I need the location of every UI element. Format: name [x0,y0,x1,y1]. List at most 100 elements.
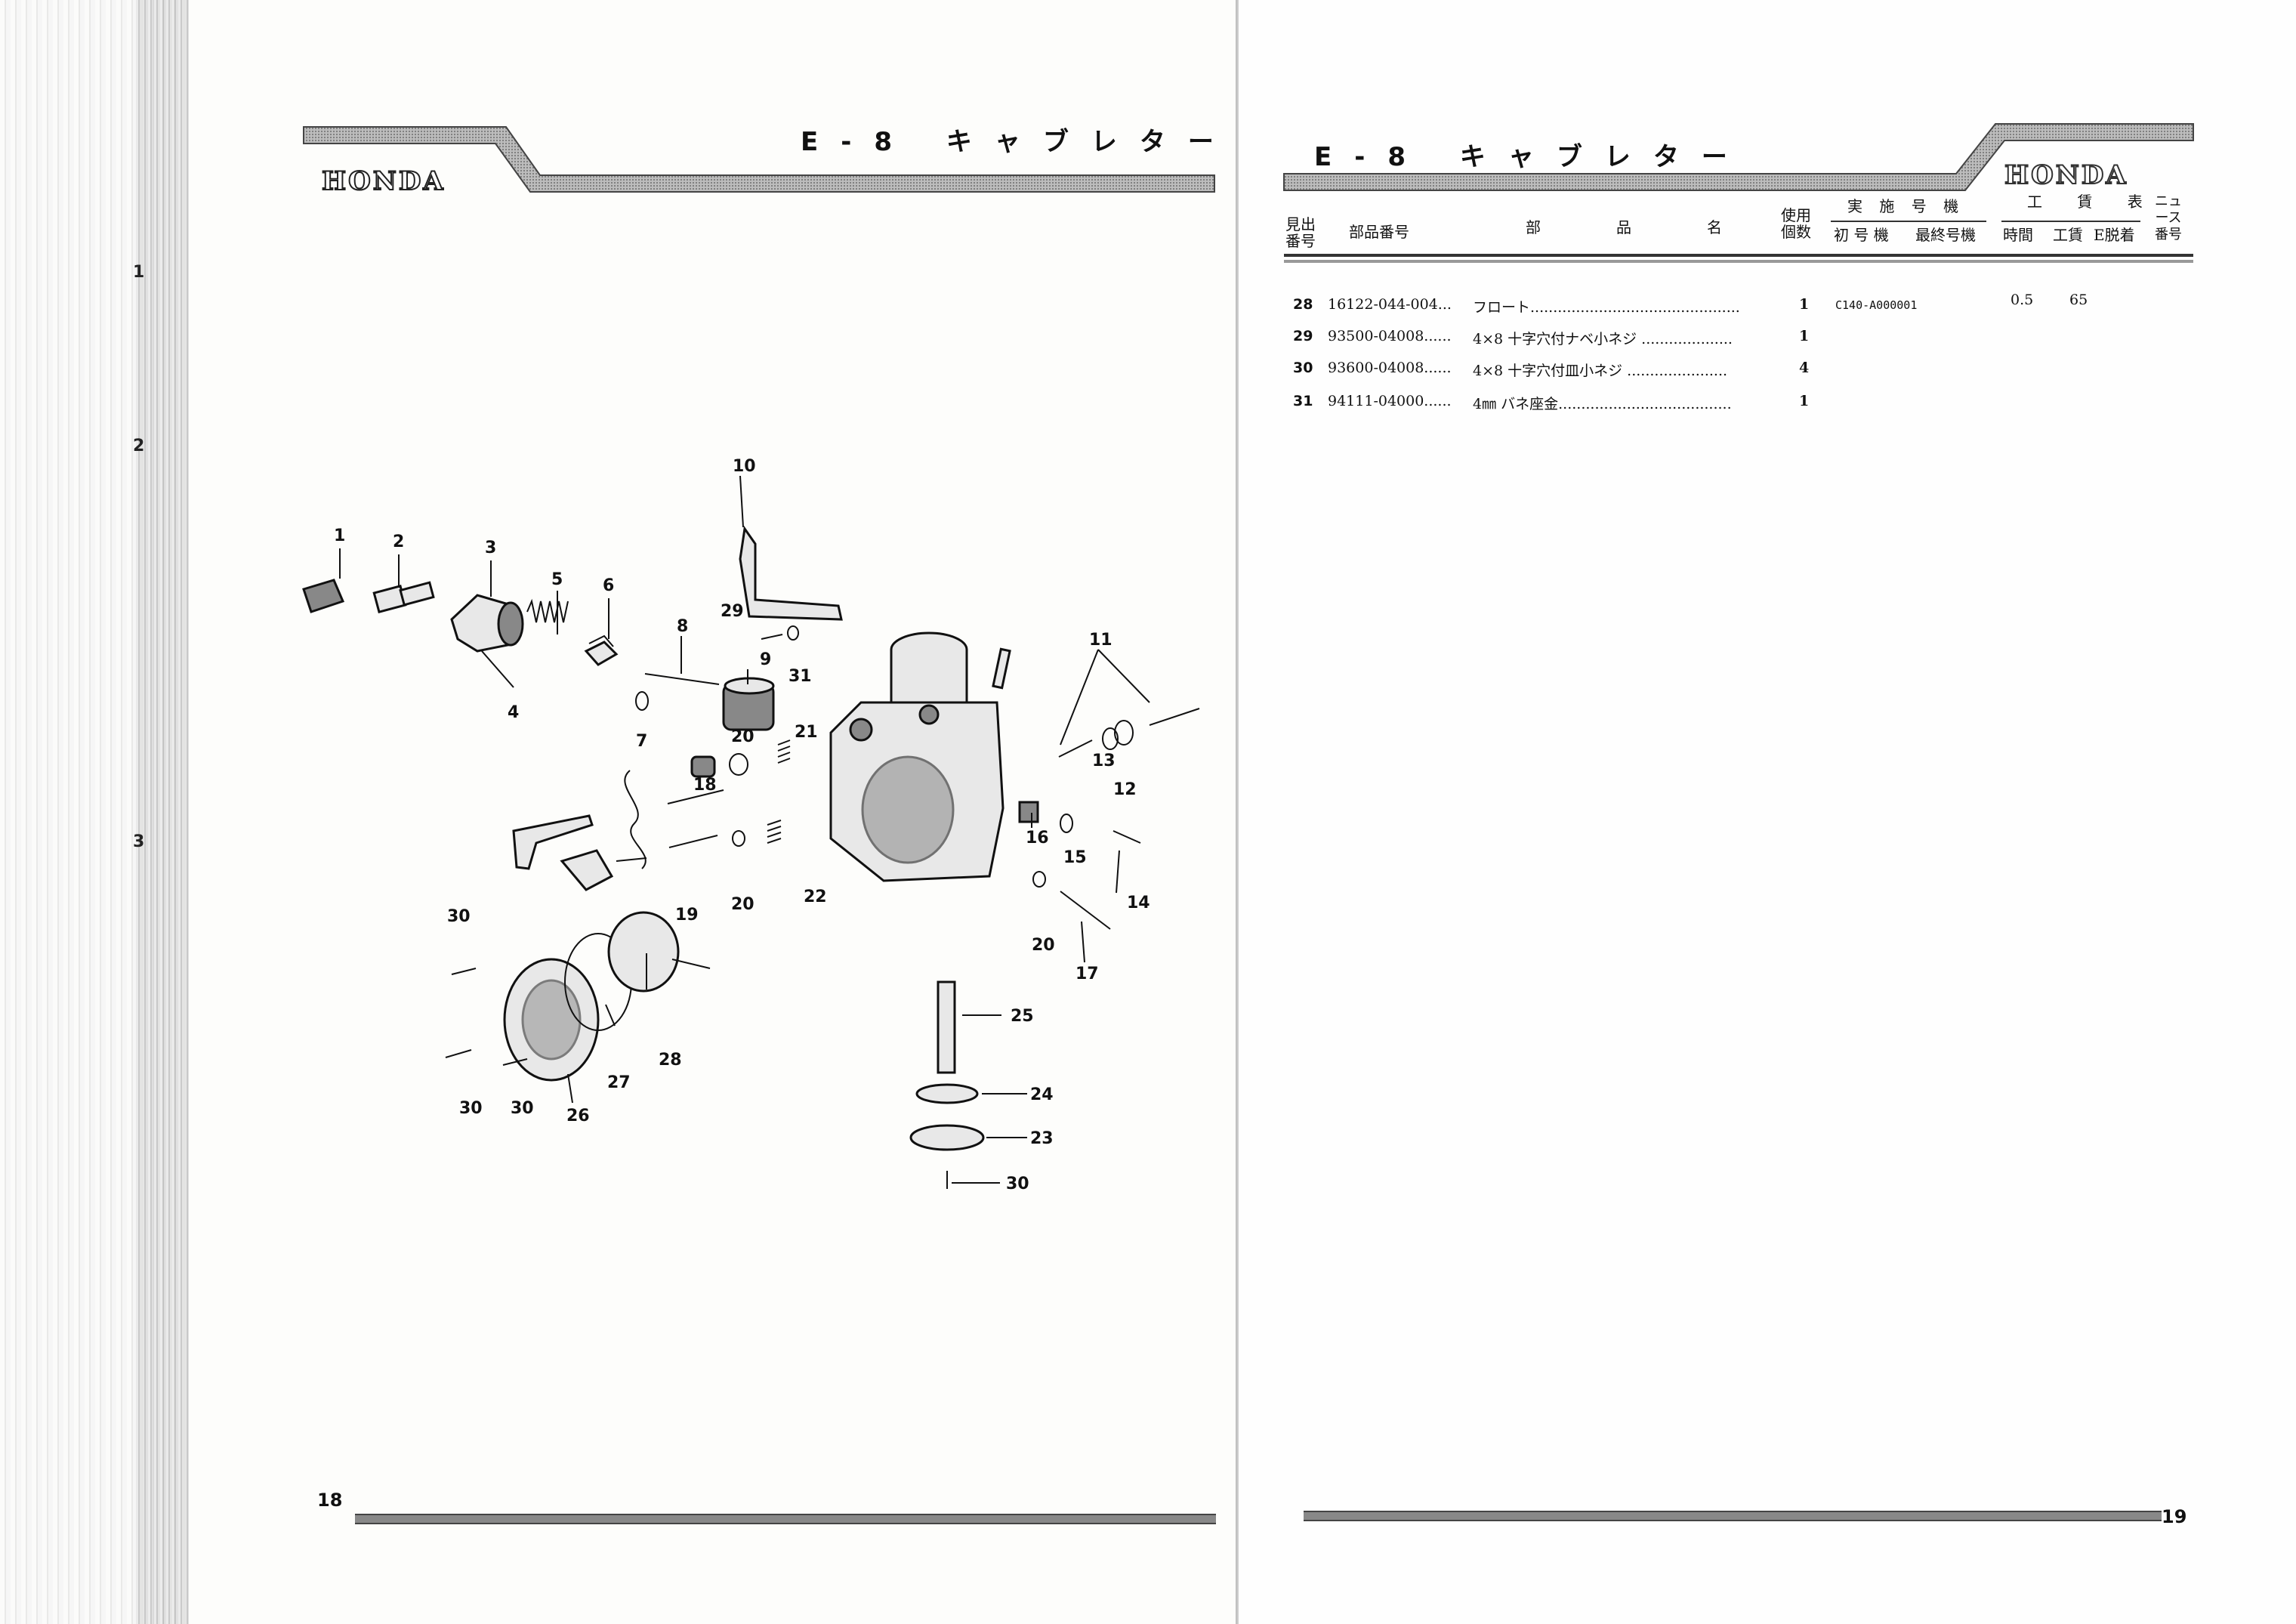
col-first-serial: 初 号 機 [1834,226,1889,244]
part-12-ring [1114,720,1134,746]
row-part-name: 4㎜ バネ座金.................................… [1473,396,1732,412]
callout-28: 28 [659,1051,682,1070]
callout-20c: 20 [1032,936,1055,955]
callout-10: 10 [733,457,756,476]
part-30-screw-a [451,968,477,975]
col-part-name: 部 品 名 [1526,218,1752,236]
row-part-number: 94111-04000...... [1328,393,1452,409]
callout-2: 2 [393,533,404,551]
part-24-plate [915,1083,979,1104]
row-first-serial: C140-A000001 [1835,298,1918,312]
part-11-plug [1149,708,1200,726]
callout-11: 11 [1089,631,1113,650]
callout-4: 4 [508,703,519,722]
row-qty: 1 [1799,328,1810,344]
col-qty: 使用個数 [1781,206,1811,241]
footer-rule-right [1304,1511,2162,1521]
header-band [303,126,1215,193]
col-last-serial: 最終号機 [1915,226,1976,244]
part-1-cap [302,579,345,613]
row-part-name: フロート....................................… [1473,299,1740,316]
page-number-right: 19 [2162,1506,2187,1527]
section-title-right: E-8 キャブレター [1314,142,1750,172]
col-cost: 工賃 [2053,226,2083,244]
callout-27: 27 [607,1073,631,1092]
callout-30d: 30 [1006,1175,1029,1193]
part-carburetor-body [829,631,1004,882]
callout-5: 5 [551,570,563,589]
col-news: ニュース番号 [2155,193,2182,242]
serial-group-rule [1831,221,1986,222]
callout-21: 21 [795,723,818,742]
part-2-adjuster [372,581,435,614]
choke-torsion-spring [624,770,647,869]
callout-25: 25 [1011,1007,1034,1026]
part-7-clip-ring [635,691,649,711]
choke-plate [560,849,614,891]
callout-26: 26 [566,1107,590,1125]
part-10-lever [739,526,843,621]
part-14-fitting [1113,830,1141,844]
row-ref: 30 [1293,360,1313,376]
row-part-number: 16122-044-004... [1328,296,1452,313]
part-11-air-screw [1058,739,1093,758]
right-page [1239,0,2296,1624]
callout-17: 17 [1075,965,1099,983]
pilot-jet [992,647,1011,690]
part-22-spring [767,820,782,844]
leader-lines [339,475,1150,1184]
row-part-name: 4×8 十字穴付皿小ネジ ...................... [1473,363,1728,379]
carburetor-exploded-diagram: 1 2 3 4 5 6 7 8 9 10 11 12 13 14 15 16 1… [302,457,1200,1193]
part-18-screw [667,789,724,804]
col-labor-group: 工 賃 表 [2027,193,2158,211]
callout-14: 14 [1127,894,1150,912]
margin-number-3: 3 [133,832,145,851]
callout-1: 1 [334,526,345,545]
part-30-screw-b [445,1049,472,1058]
part-13-washer [1102,727,1119,750]
callout-29: 29 [721,602,744,621]
callout-23: 23 [1030,1129,1054,1148]
part-30-screw-c [502,1058,528,1066]
row-ref: 31 [1293,393,1313,409]
part-28-float [607,911,711,993]
row-ref: 29 [1293,328,1313,344]
callout-18: 18 [693,776,717,795]
part-29-screw [761,634,783,640]
row-cost: 65 [2069,292,2088,308]
callout-19: 19 [675,906,699,925]
choke-lever [512,814,594,870]
part-18-jet [690,755,716,778]
part-21-spring [777,739,791,764]
section-title: E-8 キャブレター [801,127,1236,157]
part-5-spring [526,598,569,623]
callout-30a: 30 [447,907,471,926]
part-25-main-jet-holder [937,980,956,1074]
col-ref: 見出番号 [1285,215,1316,250]
callout-30c: 30 [511,1099,534,1118]
page-number-left: 18 [317,1490,343,1511]
header-band-right [1283,123,2194,263]
callout-16: 16 [1026,829,1049,848]
row-part-number: 93600-04008...... [1328,360,1452,376]
part-20-o-ring [729,753,748,776]
callout-20b: 20 [731,895,755,914]
callout-31: 31 [788,667,812,686]
part-15-o-ring [1060,814,1073,833]
part-9-throttle-valve [722,677,775,731]
col-serial-group: 実 施 号 機 [1847,197,1965,215]
callout-13: 13 [1092,752,1116,770]
callout-8: 8 [677,617,688,636]
callout-12: 12 [1113,780,1137,799]
callout-30b: 30 [459,1099,483,1118]
part-20-washer-b [732,830,745,847]
brand-logo-right: HONDA [2004,159,2128,191]
callout-15: 15 [1063,848,1087,867]
callout-9: 9 [760,650,771,669]
part-23-disc [909,1124,985,1151]
part-17-drain-screw [1060,891,1111,930]
brand-logo: HONDA [321,165,446,197]
col-detach: E脱着 [2094,226,2135,244]
callout-labels: 1 2 3 4 5 6 7 8 9 10 11 12 13 14 15 16 1… [334,457,1150,1193]
callout-7: 7 [636,732,647,751]
